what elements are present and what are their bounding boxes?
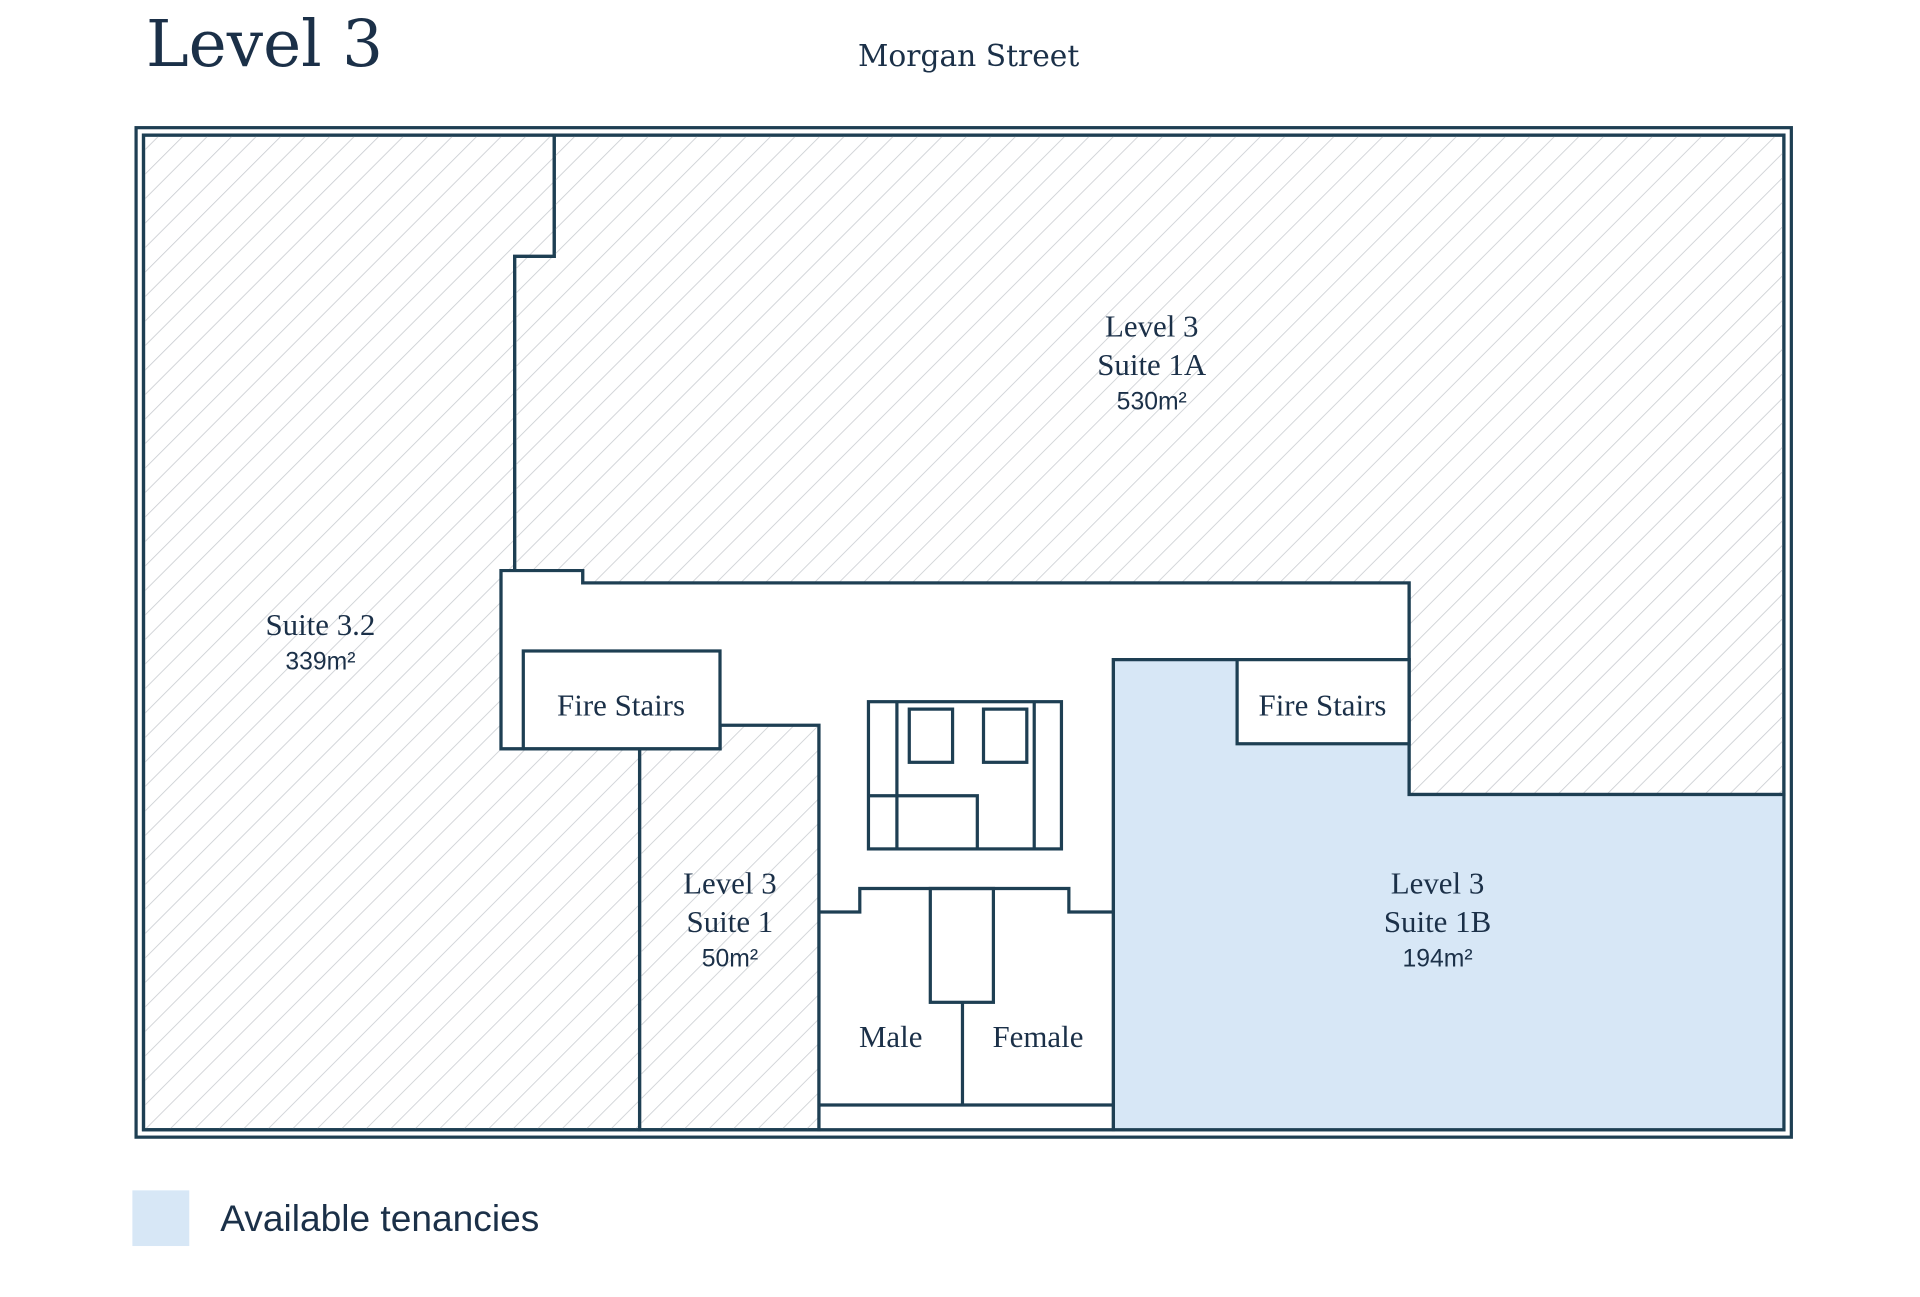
female-toilet-label: Female xyxy=(992,1019,1083,1054)
suite-1-level: Level 3 xyxy=(683,865,777,900)
fire-stairs-left xyxy=(521,649,722,751)
suite-1b-level: Level 3 xyxy=(1391,865,1485,900)
suite-1-name: Suite 1 xyxy=(687,904,774,939)
suite-1a-level: Level 3 xyxy=(1105,309,1199,344)
page-title: Level 3 xyxy=(146,7,383,82)
lift-shaft-1 xyxy=(907,707,955,764)
lift-core xyxy=(866,700,1064,851)
street-label: Morgan Street xyxy=(858,39,1079,74)
suite-1-size: 50m² xyxy=(702,945,758,972)
suite-1b-size: 194m² xyxy=(1402,945,1472,972)
suite-3-2-name: Suite 3.2 xyxy=(265,607,375,642)
suite-1a-name: Suite 1A xyxy=(1097,347,1207,382)
fire-stairs-right xyxy=(1235,658,1411,746)
male-toilet-label: Male xyxy=(859,1019,923,1054)
suite-1a-size: 530m² xyxy=(1117,389,1187,416)
lift-shaft-2 xyxy=(981,707,1029,764)
legend-label: Available tenancies xyxy=(220,1197,539,1239)
fire-stairs-left-label: Fire Stairs xyxy=(557,687,685,722)
fire-stairs-right-label: Fire Stairs xyxy=(1259,687,1387,722)
legend-swatch-available xyxy=(132,1190,190,1247)
toilets xyxy=(818,886,1114,1107)
suite-1b-name: Suite 1B xyxy=(1384,904,1491,939)
suite-3-2-size: 339m² xyxy=(285,649,355,676)
building-outline-outer xyxy=(134,126,1793,1139)
